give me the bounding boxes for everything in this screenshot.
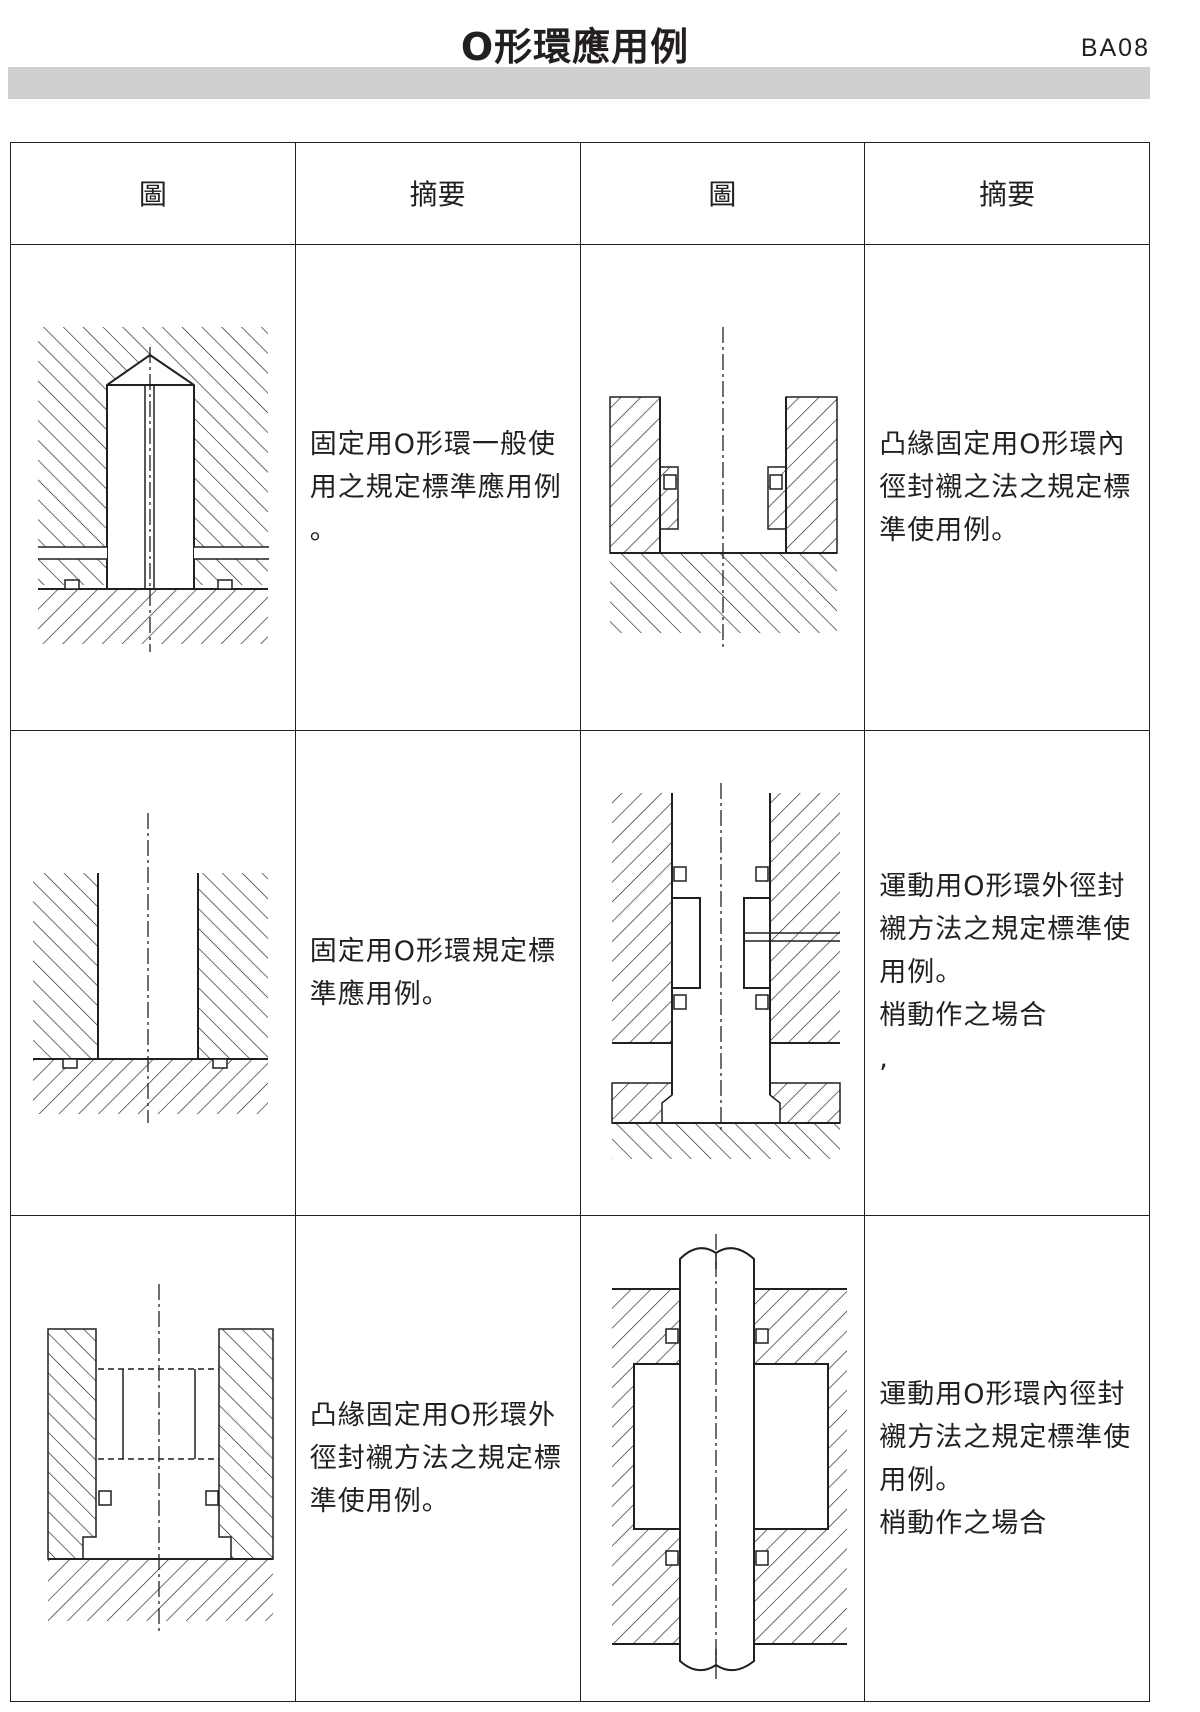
summary-line: 準使用例。 — [309, 1486, 450, 1518]
table-row: 凸緣固定用O形環外 徑封襯方法之規定標 準使用例。 — [10, 1215, 1150, 1702]
summary-line: 徑封襯方法之規定標 — [309, 1443, 562, 1475]
summary-line: 凸緣固定用O形環內 — [879, 428, 1126, 460]
summary-line: 襯方法之規定標準使 — [879, 914, 1132, 946]
figure-cell — [10, 729, 296, 1217]
dynamic-inner-seal-diagram — [612, 1233, 848, 1679]
column-header-summary: 摘要 — [294, 142, 581, 245]
figure-cell — [579, 243, 866, 731]
static-seal-general-diagram — [37, 327, 269, 653]
summary-cell: 凸緣固定用O形環內 徑封襯之法之規定標 準使用例。 — [864, 243, 1150, 731]
summary-line: 梢動作之場合 — [879, 1507, 1048, 1539]
page-code: BA08 — [1080, 34, 1150, 62]
figure-cell — [10, 243, 296, 731]
summary-cell: 凸緣固定用O形環外 徑封襯方法之規定標 準使用例。 — [294, 1215, 581, 1702]
summary-line: 運動用O形環外徑封 — [879, 871, 1126, 903]
summary-line: 。 — [309, 514, 338, 546]
figure-cell — [10, 1215, 296, 1702]
table-header-row: 圖 摘要 圖 摘要 — [10, 142, 1150, 245]
summary-line: 徑封襯之法之規定標 — [879, 471, 1132, 503]
page-title: O形環應用例 — [460, 25, 690, 69]
summary-line: 用例。 — [879, 957, 964, 989]
summary-cell: 固定用O形環一般使 用之規定標準應用例 。 — [294, 243, 581, 731]
figure-cell — [579, 1215, 866, 1702]
dynamic-outer-seal-diagram — [611, 782, 842, 1159]
column-header-figure: 圖 — [10, 142, 296, 245]
header-band — [8, 67, 1150, 99]
summary-line: 襯方法之規定標準使 — [879, 1421, 1132, 1453]
table-row: 固定用O形環規定標 準應用例。 — [10, 729, 1150, 1217]
summary-cell: 運動用O形環內徑封 襯方法之規定標準使 用例。 梢動作之場合 — [864, 1215, 1150, 1702]
summary-line: 凸緣固定用O形環外 — [309, 1400, 557, 1432]
summary-line: 固定用O形環一般使 — [309, 428, 557, 460]
summary-cell: 固定用O形環規定標 準應用例。 — [294, 729, 581, 1217]
summary-line: , — [879, 1043, 889, 1075]
summary-line: 運動用O形環內徑封 — [879, 1378, 1126, 1410]
column-header-summary: 摘要 — [864, 142, 1150, 245]
column-header-figure: 圖 — [579, 142, 866, 245]
summary-line: 用例。 — [879, 1464, 964, 1496]
summary-line: 用之規定標準應用例 — [309, 471, 562, 503]
summary-line: 固定用O形環規定標 — [309, 935, 557, 967]
static-seal-standard-diagram — [32, 812, 268, 1123]
summary-line: 準應用例。 — [309, 978, 450, 1010]
summary-line: 梢動作之場合 — [879, 1000, 1048, 1032]
application-table: 圖 摘要 圖 摘要 — [10, 142, 1150, 1702]
summary-line: 準使用例。 — [879, 514, 1020, 546]
figure-cell — [579, 729, 866, 1217]
flange-outer-seal-diagram — [47, 1283, 274, 1634]
table-row: 固定用O形環一般使 用之規定標準應用例 。 — [10, 243, 1150, 731]
summary-cell: 運動用O形環外徑封 襯方法之規定標準使 用例。 梢動作之場合 , — [864, 729, 1150, 1217]
flange-inner-seal-diagram — [609, 327, 839, 648]
